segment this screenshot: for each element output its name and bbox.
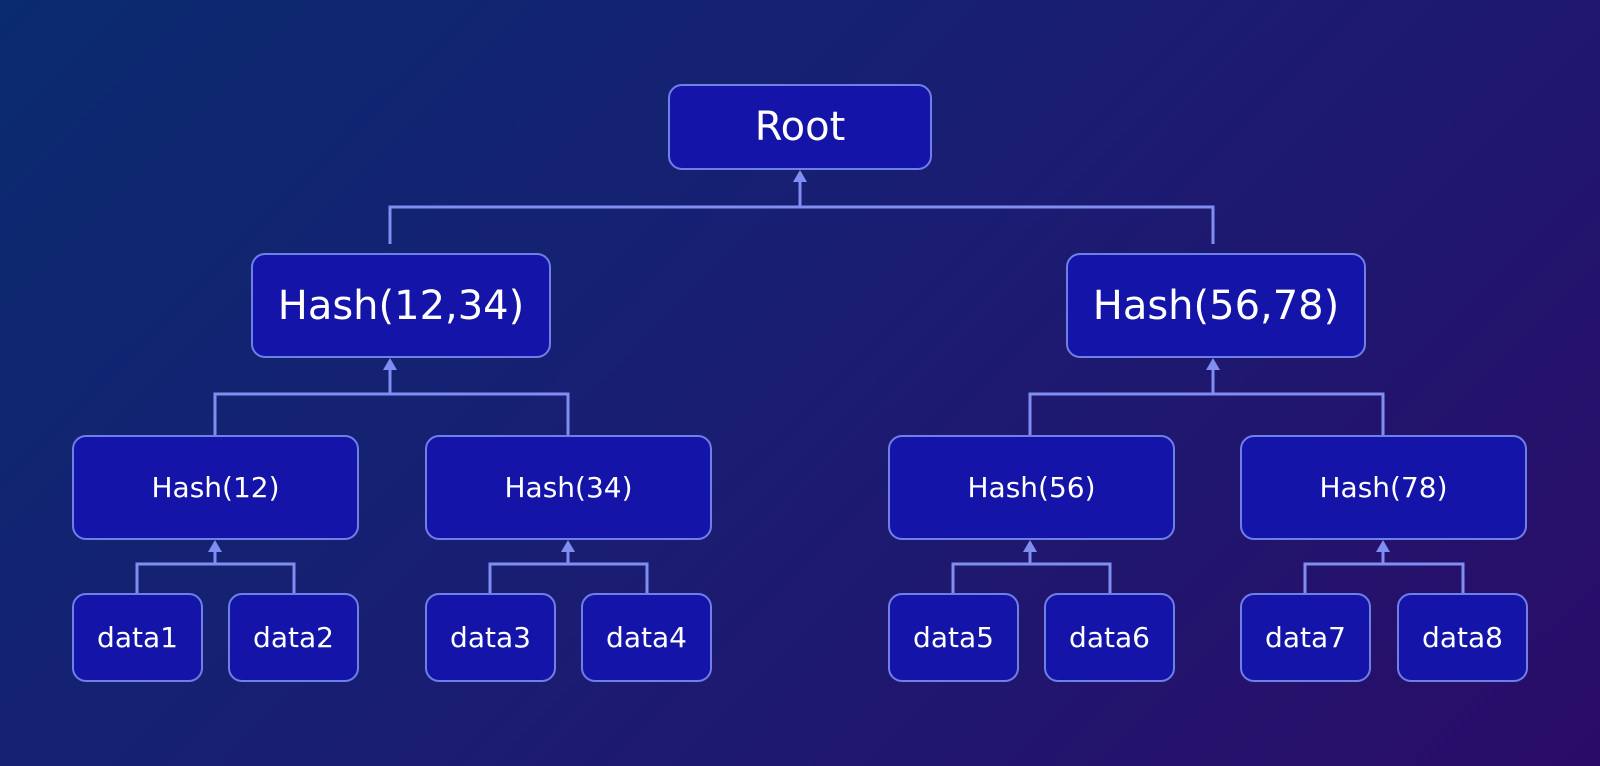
arrowhead-hash-78 [1376,540,1390,552]
hash-12-34-node: Hash(12,34) [251,253,551,358]
hash-34-node: Hash(34) [425,435,712,540]
data5-node: data5 [888,593,1019,682]
hash-78-node: Hash(78) [1240,435,1527,540]
hash-56-78-node: Hash(56,78) [1066,253,1366,358]
data8-node: data8 [1397,593,1528,682]
connector-hash-12-34 [213,366,570,435]
data4-node: data4 [581,593,712,682]
arrowhead-hash-12-34 [383,358,397,370]
data3-node: data3 [425,593,556,682]
hash-12-node: Hash(12) [72,435,359,540]
data2-node: data2 [228,593,359,682]
data6-node: data6 [1044,593,1175,682]
connector-hash-34 [488,548,649,593]
connector-hash-12 [135,548,296,593]
connector-hash-56-78 [1028,366,1385,435]
arrowhead-hash-34 [561,540,575,552]
connector-hash-78 [1303,548,1465,593]
hash-56-node: Hash(56) [888,435,1175,540]
arrowhead-root [793,170,807,182]
data7-node: data7 [1240,593,1371,682]
arrowhead-hash-56-78 [1206,358,1220,370]
arrowhead-hash-56 [1023,540,1037,552]
connector-hash-56 [951,548,1112,593]
root-node: Root [668,84,932,170]
connector-root [388,178,1215,244]
data1-node: data1 [72,593,203,682]
arrowhead-hash-12 [208,540,222,552]
